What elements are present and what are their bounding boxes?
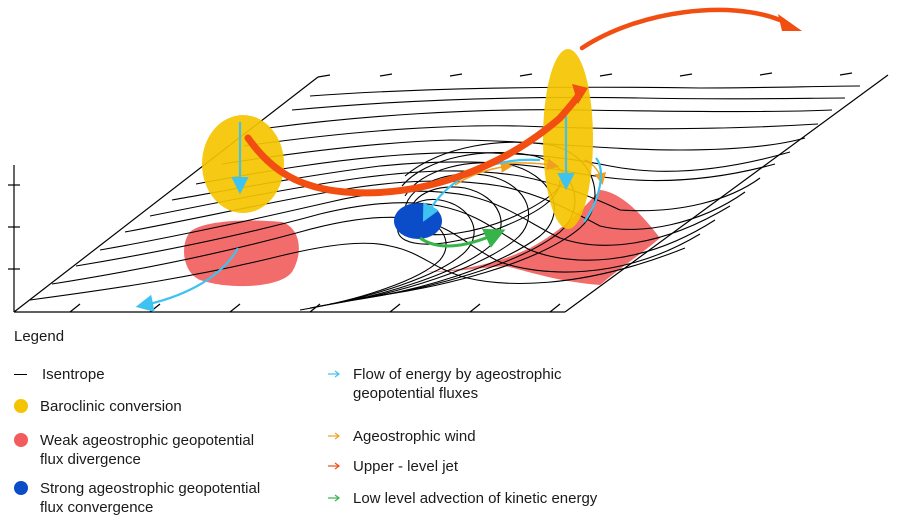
baroclinic-conversion-right [543,49,593,229]
legend-arrow-icon [327,429,341,448]
legend-arrow-icon [327,459,341,478]
weak-divergence-region-right [425,190,660,285]
legend-label: Strong ageostrophic geopotential flux co… [40,480,261,516]
diagram-scene [8,7,889,313]
legend-label: Baroclinic conversion [40,398,182,415]
legend-label: Weak ageostrophic geopotential flux dive… [40,432,255,468]
strong-convergence-region [394,203,442,239]
legend-swatch-baroclinic-conversion [14,399,28,413]
legend-swatch-strong-convergence [14,481,28,495]
legend-label: Upper - level jet [353,458,459,475]
weak-divergence-region-left [184,220,299,287]
upper-level-jet-arrow [244,7,802,197]
isentropes [29,85,861,311]
legend-title: Legend [14,328,65,345]
baroclinic-conversion-left [202,115,284,213]
legend-arrow-icon [327,367,341,386]
legend-label: Isentrope [42,366,105,383]
legend-label: Low level advection of kinetic energy [353,490,598,507]
legend-swatch-weak-divergence [14,433,28,447]
frame [8,72,889,313]
legend-label: Ageostrophic wind [353,428,476,445]
legend-line-swatch [14,374,27,375]
legend-label: Flow of energy by ageostrophic geopotent… [353,366,562,402]
kinetic-energy-advection-arrow [419,228,506,248]
legend-arrow-icon [327,491,341,510]
